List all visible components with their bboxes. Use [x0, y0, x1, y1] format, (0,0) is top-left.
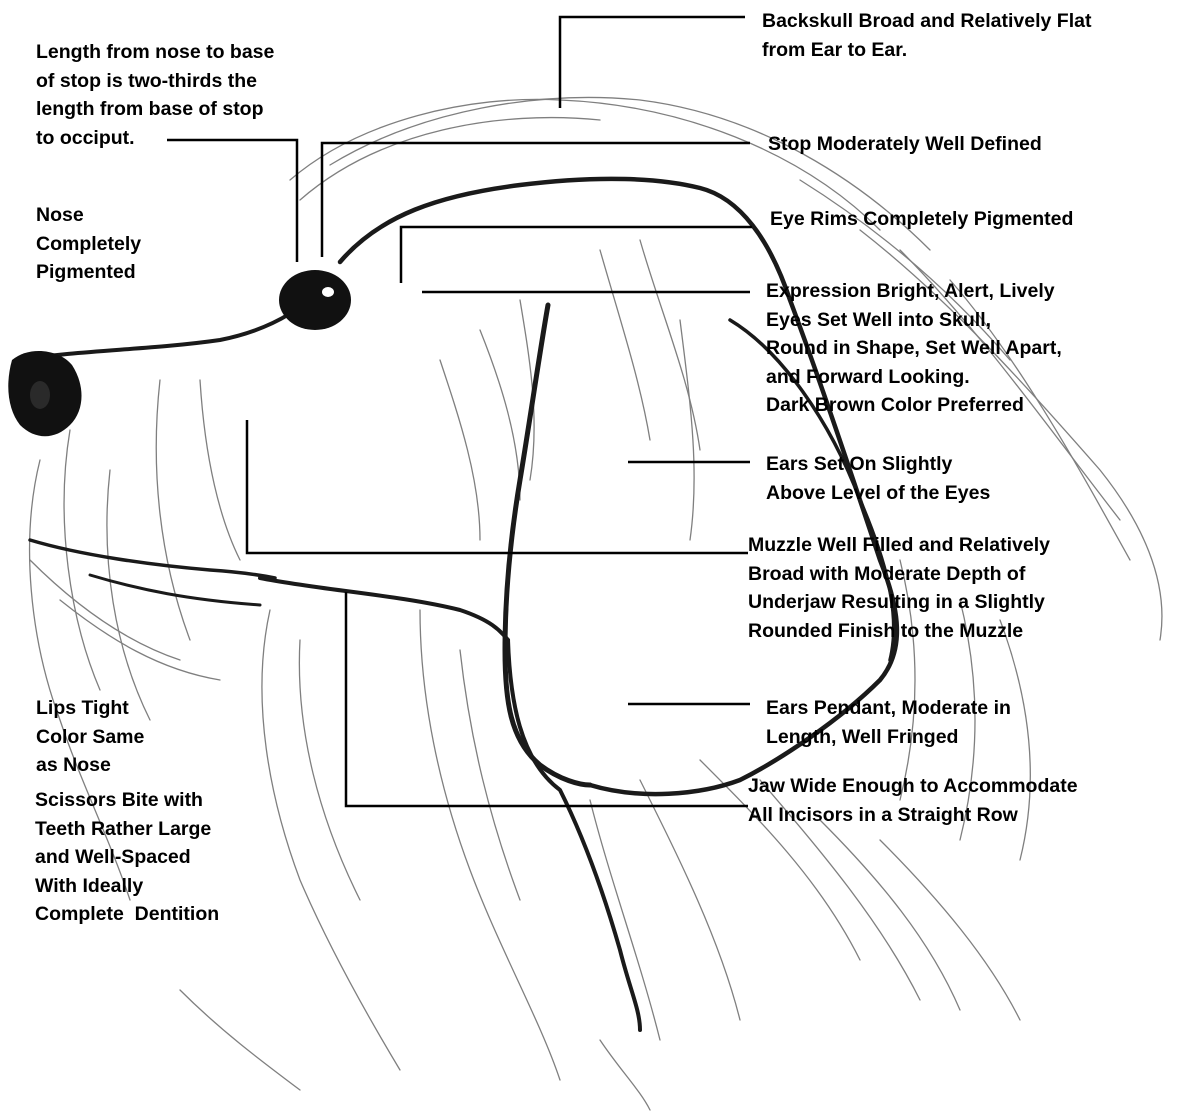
label-muzzle: Muzzle Well Filled and Relatively Broad … — [748, 531, 1050, 645]
label-backskull: Backskull Broad and Relatively Flat from… — [762, 7, 1091, 64]
label-scissors-bite: Scissors Bite with Teeth Rather Large an… — [35, 786, 219, 929]
label-expression: Expression Bright, Alert, Lively Eyes Se… — [766, 277, 1062, 420]
label-ears-set: Ears Set On Slightly Above Level of the … — [766, 450, 990, 507]
label-nose: Nose Completely Pigmented — [36, 201, 141, 287]
label-ears-pendant: Ears Pendant, Moderate in Length, Well F… — [766, 694, 1011, 751]
label-eye-rims: Eye Rims Completely Pigmented — [770, 205, 1073, 234]
nose — [8, 351, 81, 436]
label-stop: Stop Moderately Well Defined — [768, 130, 1042, 159]
label-jaw: Jaw Wide Enough to Accommodate All Incis… — [748, 772, 1078, 829]
label-lips: Lips Tight Color Same as Nose — [36, 694, 144, 780]
label-length-ratio: Length from nose to base of stop is two-… — [36, 38, 274, 152]
eye — [279, 270, 351, 330]
